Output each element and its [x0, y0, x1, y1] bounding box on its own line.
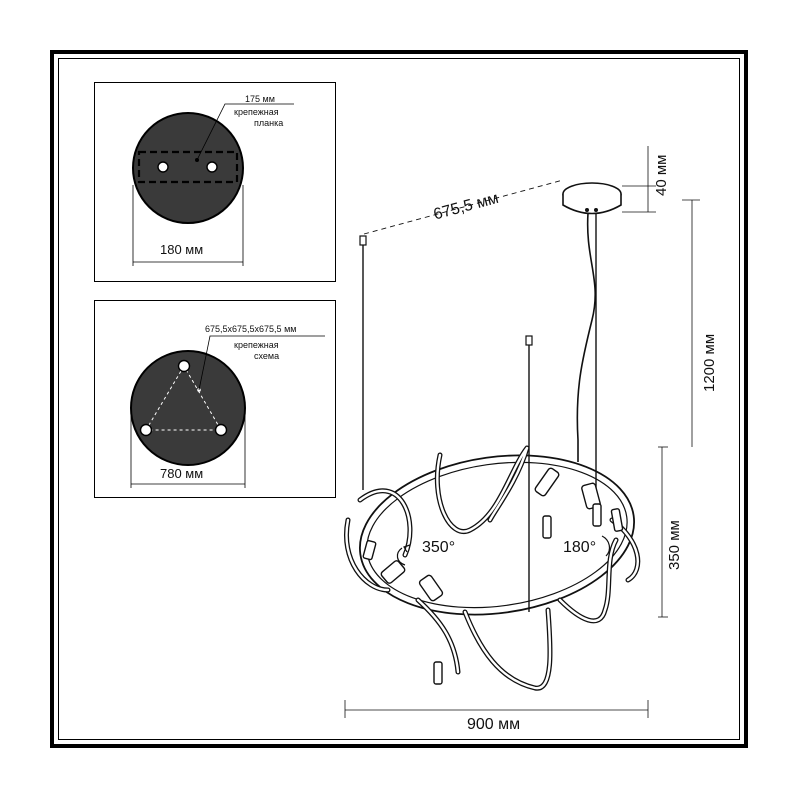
- suspension-label: 1200 мм: [701, 333, 718, 392]
- span-dimension-line: [363, 179, 564, 235]
- chandelier-drawing: [344, 146, 700, 718]
- flex-tube-inner: [345, 446, 639, 690]
- main-ring-outer: [359, 454, 635, 616]
- plate-leader-line: [196, 103, 294, 161]
- scheme-circle: [130, 350, 246, 466]
- canopy-body: [562, 194, 622, 215]
- outer-frame: [50, 50, 748, 748]
- spot-head-2: [380, 560, 406, 584]
- canopy-height-label: 40 мм: [653, 154, 670, 196]
- mount-hole-left: [157, 161, 169, 173]
- rotation-arc-350: [396, 547, 406, 566]
- rotation-left-label: 350°: [422, 539, 456, 556]
- scheme-point-left: [139, 423, 153, 437]
- rotation-right-label: 180°: [563, 539, 597, 556]
- mounting-bar-outline: [137, 150, 239, 184]
- scheme-diameter-label: 780 мм: [160, 466, 204, 481]
- mount-scheme-graphic: [130, 335, 325, 488]
- scheme-note-line2: схема: [254, 351, 280, 361]
- scheme-note-line1: крепежная: [234, 340, 279, 350]
- spot-head-3: [418, 574, 444, 602]
- mount-hole-right: [206, 161, 218, 173]
- body-height-label: 350 мм: [666, 520, 683, 570]
- spot-head-6: [542, 515, 552, 539]
- plate-label: 175 мм: [245, 94, 275, 104]
- width-label: 900 мм: [467, 716, 521, 733]
- spot-head-1: [362, 540, 377, 561]
- inner-frame: [58, 58, 740, 740]
- plate-diameter-label: 180 мм: [160, 242, 204, 257]
- power-cord: [576, 212, 596, 462]
- scheme-triangle: [145, 365, 222, 431]
- plate-note-line1: крепежная: [234, 107, 279, 117]
- scheme-label: 675,5x675,5x675,5 мм: [205, 324, 297, 334]
- rotation-arc-180: [601, 535, 611, 557]
- main-ring-inner: [366, 461, 628, 609]
- mount-plate-graphic: [132, 103, 294, 266]
- spot-head-4: [433, 661, 443, 685]
- canopy-circle-top-view: [132, 112, 244, 224]
- scheme-point-top: [177, 359, 191, 373]
- scheme-leader-line: [198, 335, 325, 391]
- spot-head-5: [534, 467, 560, 497]
- scheme-point-right: [214, 423, 228, 437]
- spot-head-8: [592, 503, 602, 527]
- spot-head-9: [610, 508, 624, 532]
- plate-note-line2: планка: [254, 118, 284, 128]
